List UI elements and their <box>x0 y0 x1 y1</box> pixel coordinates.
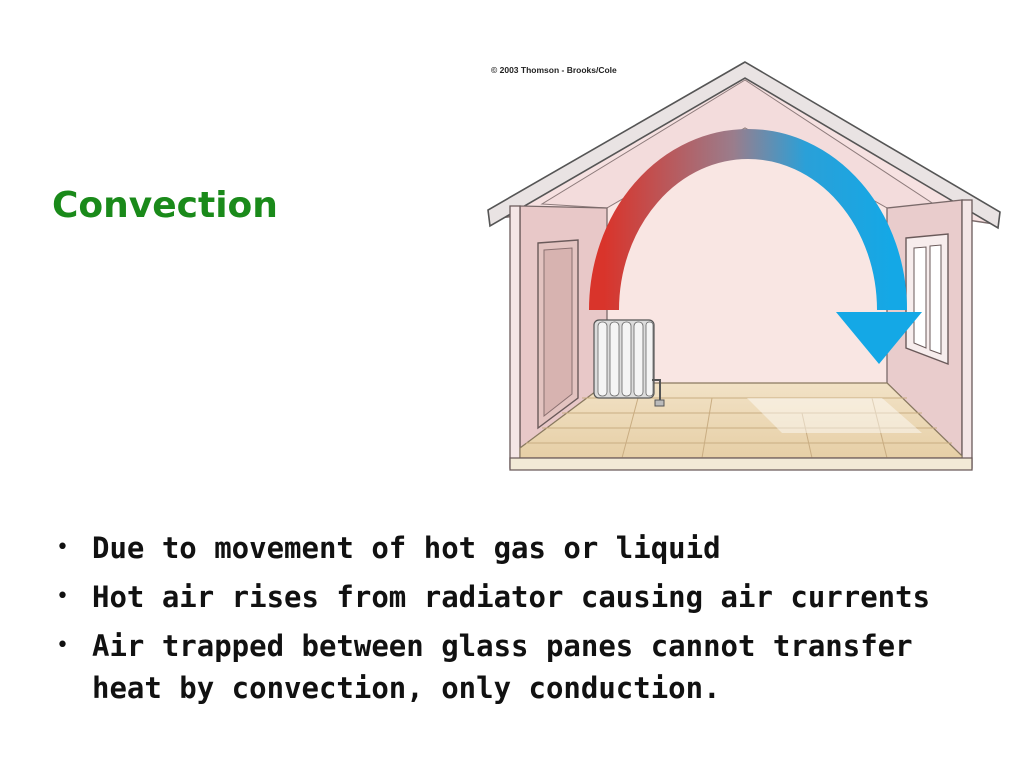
bullet-text: Hot air rises from radiator causing air … <box>92 580 931 614</box>
bullet-marker: • <box>56 535 69 560</box>
slide-title: Convection <box>52 185 278 226</box>
bullet-marker: • <box>56 633 69 658</box>
convection-arrow-icon <box>589 129 922 364</box>
radiator-icon <box>593 319 665 407</box>
bullet-list: • Due to movement of hot gas or liquid •… <box>52 527 952 716</box>
convection-illustration: © 2003 Thomson - Brooks/Cole <box>487 61 1001 471</box>
bullet-marker: • <box>56 584 69 609</box>
door-icon <box>537 239 579 430</box>
list-item: • Hot air rises from radiator causing ai… <box>52 576 952 618</box>
list-item: • Due to movement of hot gas or liquid <box>52 527 952 569</box>
copyright-notice: © 2003 Thomson - Brooks/Cole <box>491 65 617 75</box>
bullet-text: Air trapped between glass panes cannot t… <box>92 629 913 705</box>
window-icon <box>905 233 949 366</box>
bullet-text: Due to movement of hot gas or liquid <box>92 531 721 565</box>
list-item: • Air trapped between glass panes cannot… <box>52 625 952 709</box>
